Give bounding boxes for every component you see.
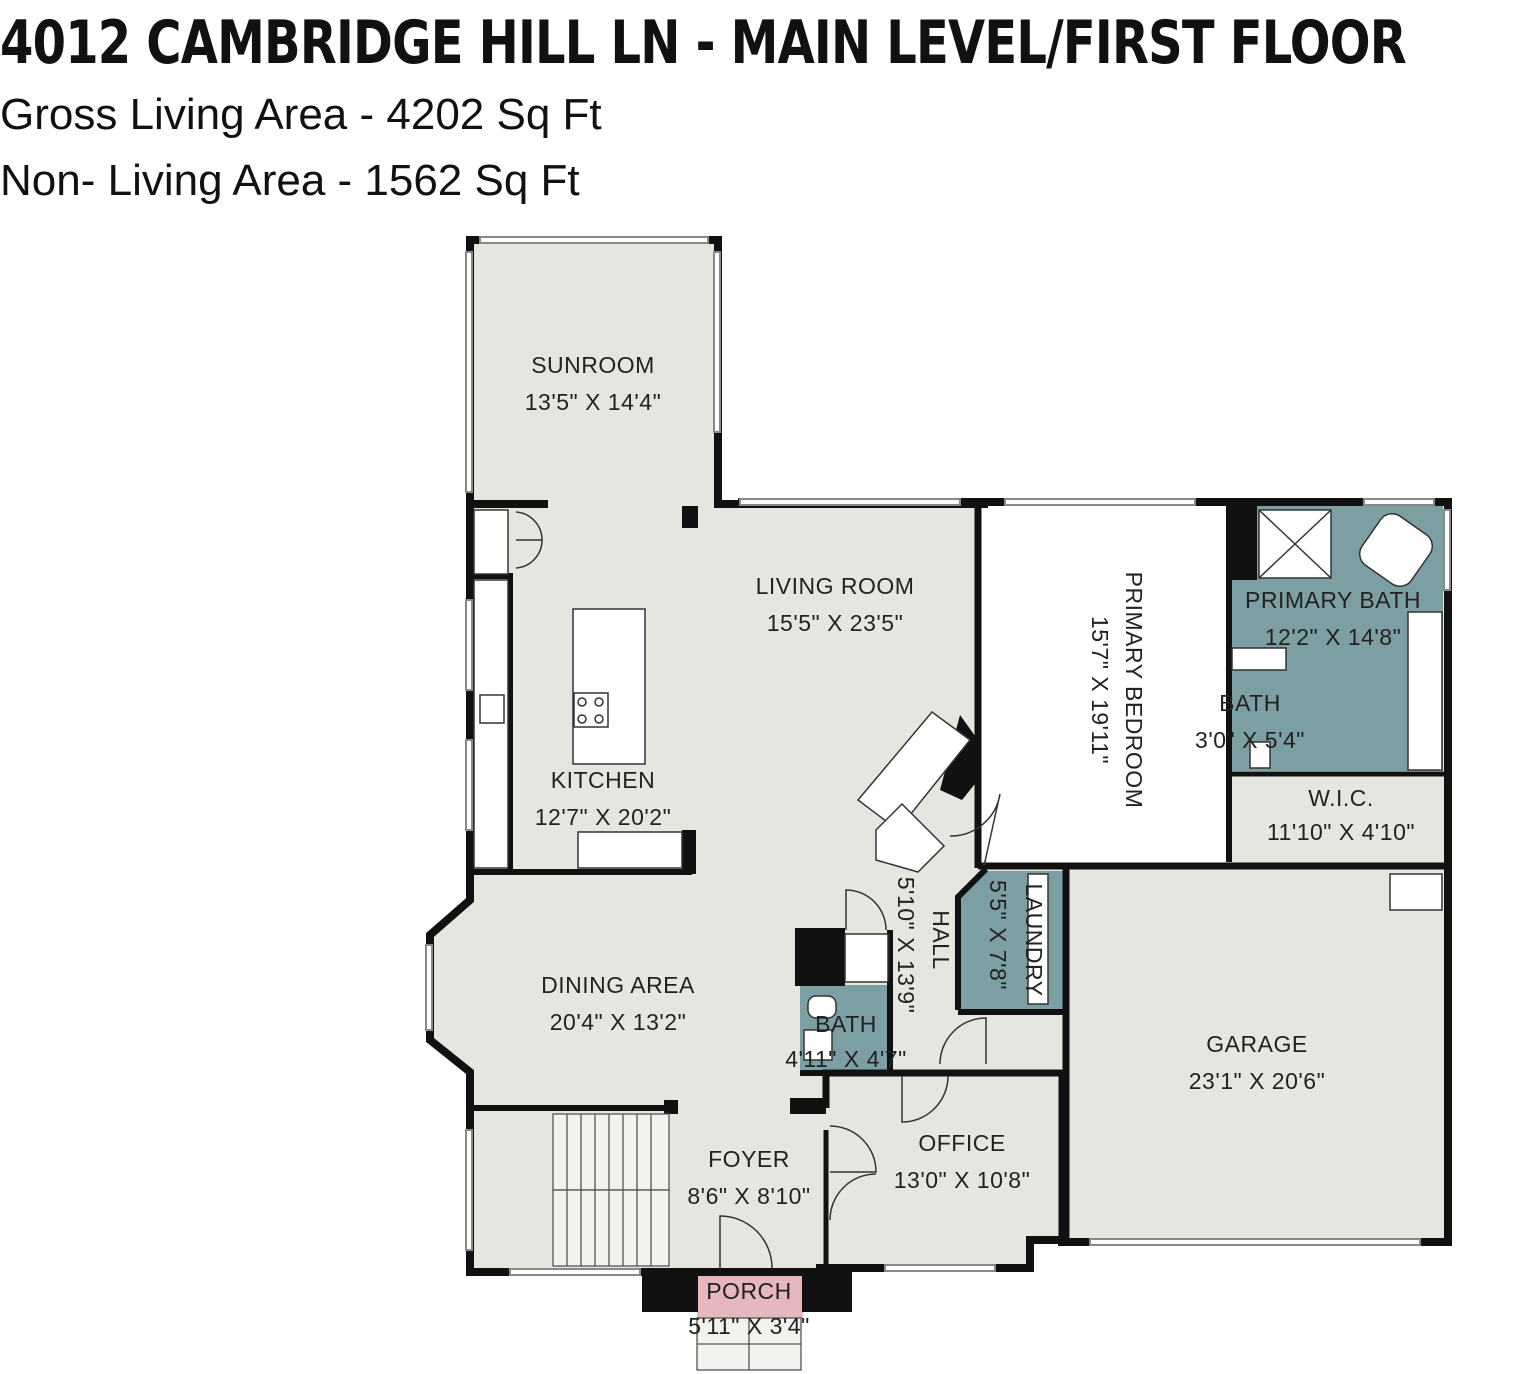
hall-dim: 5'10" X 13'9" xyxy=(893,877,919,1013)
porch-column-left xyxy=(642,1270,698,1312)
doors xyxy=(515,511,1001,1270)
windows xyxy=(425,236,1451,1276)
half-bath-sink xyxy=(803,1029,833,1061)
garage-dim: 23'1" X 20'6" xyxy=(1189,1068,1325,1094)
burner xyxy=(594,714,604,724)
kitchen-island xyxy=(572,608,646,765)
garage-entry-door xyxy=(939,1017,987,1065)
sunroom-dim: 13'5" X 14'4" xyxy=(525,389,661,415)
burner xyxy=(577,697,587,707)
living-room-name: LIVING ROOM xyxy=(756,573,915,599)
kitchen-sink xyxy=(479,694,505,724)
porch-dim: 5'11" X 3'4" xyxy=(688,1313,809,1339)
column xyxy=(1227,504,1257,580)
kitchen-counter xyxy=(473,579,509,869)
sunroom-name: SUNROOM xyxy=(531,352,655,378)
primary-bath-dim: 12'2" X 14'8" xyxy=(1265,624,1401,650)
foyer-name: FOYER xyxy=(708,1146,790,1172)
garage-name: GARAGE xyxy=(1206,1031,1307,1057)
bath-small-dim: 3'0" X 5'4" xyxy=(1195,727,1305,753)
kitchen-dim: 12'7" X 20'2" xyxy=(535,804,671,830)
primary-bath-name: PRIMARY BATH xyxy=(1245,587,1421,613)
toilet xyxy=(1249,741,1271,769)
fixtures xyxy=(473,509,1443,1061)
kitchen-peninsula xyxy=(577,831,683,869)
closet xyxy=(844,933,889,983)
primary-bedroom-dim: 15'7" X 19'11" xyxy=(1087,616,1113,764)
wic-name: W.I.C. xyxy=(1308,785,1374,811)
dining-dim: 20'4" X 13'2" xyxy=(550,1009,686,1035)
sunroom-floor xyxy=(470,242,716,504)
vanity xyxy=(1407,611,1443,771)
office-entry-door xyxy=(901,1075,949,1123)
room-labels: SUNROOM 13'5" X 14'4" LIVING ROOM 15'5" … xyxy=(525,352,1421,1339)
kitchen-name: KITCHEN xyxy=(551,767,655,793)
bath-small-name: BATH xyxy=(1219,690,1281,716)
wic-dim: 11'10" X 4'10" xyxy=(1267,819,1415,845)
laundry-dim: 5'5" X 7'8" xyxy=(985,880,1011,990)
laundry-name: LAUNDRY xyxy=(1021,884,1047,997)
porch-column-right xyxy=(802,1270,852,1312)
bedroom-door xyxy=(949,793,1001,867)
pantry-door-2 xyxy=(515,539,543,569)
column xyxy=(682,830,696,874)
gross-living-area: Gross Living Area - 4202 Sq Ft xyxy=(0,90,602,139)
non-living-area: Non- Living Area - 1562 Sq Ft xyxy=(0,156,580,205)
living-room-dim: 15'5" X 23'5" xyxy=(767,610,903,636)
laundry-wall xyxy=(955,866,989,1010)
hall-closet-door xyxy=(845,889,887,931)
column xyxy=(795,928,845,986)
bathtub xyxy=(1358,512,1434,588)
staircase xyxy=(552,1113,802,1371)
front-door xyxy=(719,1215,773,1270)
bath-half-name: BATH xyxy=(815,1011,877,1037)
wic-floor xyxy=(1232,776,1440,862)
wall-blocks xyxy=(642,504,1257,1312)
office-door-2 xyxy=(829,1173,877,1221)
column xyxy=(790,1098,826,1114)
porch-name: PORCH xyxy=(706,1278,792,1304)
laundry-shelf xyxy=(1027,873,1049,1005)
burner xyxy=(577,714,587,724)
burner xyxy=(594,697,604,707)
office-wall xyxy=(822,1069,1066,1242)
bath-half-dim: 4'11" X 4'7" xyxy=(785,1046,906,1072)
page-title: 4012 CAMBRIDGE HILL LN - MAIN LEVEL/FIRS… xyxy=(0,8,1407,78)
dining-name: DINING AREA xyxy=(541,972,695,998)
foyer-dim: 8'6" X 8'10" xyxy=(687,1183,810,1209)
office-door xyxy=(829,1125,877,1173)
garage-shelf xyxy=(1389,873,1443,911)
fireplace-box xyxy=(875,802,946,873)
fireplace-block xyxy=(940,715,978,800)
porch-floor xyxy=(697,1272,803,1318)
vanity-small xyxy=(1231,647,1287,671)
kitchen-counter-wall xyxy=(474,573,513,870)
column xyxy=(682,506,698,528)
pantry-door xyxy=(515,511,543,541)
half-bath-toilet xyxy=(807,995,837,1019)
pantry xyxy=(473,509,509,575)
main-floor xyxy=(430,504,1446,1275)
hall-name: HALL xyxy=(928,910,954,970)
bath-half-wall xyxy=(800,930,893,1076)
office-dim: 13'0" X 10'8" xyxy=(894,1167,1030,1193)
column xyxy=(664,1100,678,1114)
fireplace-hearth xyxy=(856,710,972,832)
primary-bedroom-name: PRIMARY BEDROOM xyxy=(1121,572,1147,809)
office-name: OFFICE xyxy=(918,1130,1005,1156)
